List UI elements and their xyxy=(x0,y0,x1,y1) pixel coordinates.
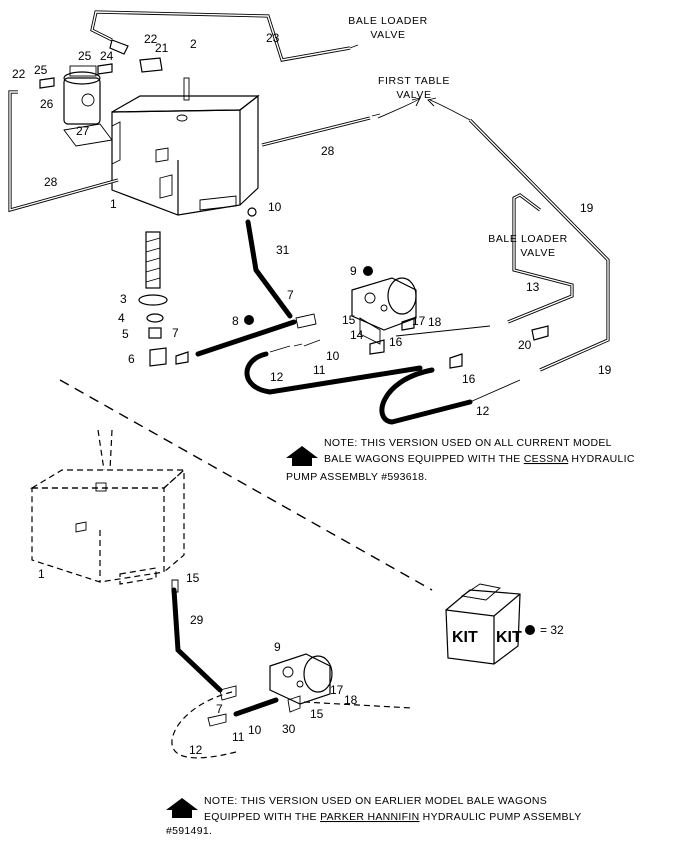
callout: 6 xyxy=(128,352,135,366)
callout: 7 xyxy=(216,702,223,716)
callout: 7 xyxy=(172,326,179,340)
callout: 19 xyxy=(598,363,612,377)
callout: 25 xyxy=(34,63,48,77)
callout: 11 xyxy=(232,730,245,744)
kit-legend-text: = 32 xyxy=(540,623,564,637)
bale-loader-valve-mid-l1: BALE LOADER xyxy=(488,233,568,245)
callout: 12 xyxy=(476,404,490,418)
bale-loader-valve-mid-l2: VALVE xyxy=(520,247,555,259)
hoses-bottom xyxy=(171,579,413,759)
reservoir-tank-dashed xyxy=(29,429,186,585)
callout: 22 xyxy=(144,32,158,46)
callout: 18 xyxy=(344,693,358,707)
note-earlier-line2: EQUIPPED WITH THE PARKER HANNIFIN HYDRAU… xyxy=(204,811,582,823)
suction-hose-parts xyxy=(138,231,189,367)
callout: 26 xyxy=(40,97,54,111)
callout: 17 xyxy=(412,314,426,328)
callout: 9 xyxy=(350,264,357,278)
callout: 27 xyxy=(76,124,90,138)
section-divider xyxy=(59,379,433,591)
callout: 10 xyxy=(248,723,262,737)
callout: 14 xyxy=(350,328,364,342)
note-earlier-line3: #591491. xyxy=(166,825,212,837)
callout: 9 xyxy=(274,640,281,654)
note-earlier-line1: NOTE: THIS VERSION USED ON EARLIER MODEL… xyxy=(204,795,547,807)
callout: 7 xyxy=(287,288,294,302)
up-arrow-icon xyxy=(166,798,198,818)
tube-lines-top xyxy=(8,10,610,372)
hoses-top xyxy=(195,219,521,425)
callout: 18 xyxy=(428,315,442,329)
callout: 22 xyxy=(12,67,26,81)
bale-loader-valve-top-l1: BALE LOADER xyxy=(348,15,428,27)
callout: 1 xyxy=(110,197,117,211)
callout: 3 xyxy=(120,292,127,306)
fittings-top xyxy=(39,39,549,369)
filter-assembly xyxy=(63,65,113,147)
pump-top xyxy=(351,277,417,345)
kit-box: KIT KIT = 32 xyxy=(445,583,564,665)
note-current-line1: NOTE: THIS VERSION USED ON ALL CURRENT M… xyxy=(324,437,612,449)
kit-dots xyxy=(244,266,373,325)
callout: 16 xyxy=(389,335,403,349)
callout: 15 xyxy=(310,707,324,721)
callout: 28 xyxy=(44,175,58,189)
note-current-line3: PUMP ASSEMBLY #593618. xyxy=(286,471,427,483)
callout: 24 xyxy=(100,49,114,63)
kit-label-right: KIT xyxy=(496,629,522,646)
destination-labels: BALE LOADER VALVE FIRST TABLE VALVE BALE… xyxy=(348,15,568,259)
callout: 2 xyxy=(190,37,197,51)
up-arrow-icon xyxy=(286,446,318,466)
callout: 13 xyxy=(526,280,540,294)
callout: 4 xyxy=(118,311,125,325)
note-current-line2: BALE WAGONS EQUIPPED WITH THE CESSNA HYD… xyxy=(324,453,635,465)
callout: 28 xyxy=(321,144,335,158)
note-earlier-version: NOTE: THIS VERSION USED ON EARLIER MODEL… xyxy=(166,795,582,837)
callout: 21 xyxy=(155,41,169,55)
callout: 20 xyxy=(518,338,532,352)
callout: 15 xyxy=(186,571,200,585)
callout: 5 xyxy=(122,327,129,341)
pump-bottom xyxy=(269,653,333,713)
callout: 11 xyxy=(313,363,326,377)
first-table-valve-l2: VALVE xyxy=(396,89,431,101)
callout: 30 xyxy=(282,722,296,736)
valve-arrows xyxy=(377,97,471,121)
callout: 23 xyxy=(266,31,280,45)
callout: 25 xyxy=(78,49,92,63)
kit-legend-dot xyxy=(525,625,535,635)
callout: 12 xyxy=(189,743,203,757)
callout: 1 xyxy=(38,567,45,581)
callout: 15 xyxy=(342,313,356,327)
callout-labels-bottom: 1 15 29 9 17 18 7 15 10 11 30 12 xyxy=(38,567,358,757)
callout-labels-top: 2 21 22 24 25 22 25 26 27 23 28 28 1 10 … xyxy=(12,31,612,418)
note-current-version: NOTE: THIS VERSION USED ON ALL CURRENT M… xyxy=(286,437,635,483)
callout: 10 xyxy=(268,200,282,214)
callout: 16 xyxy=(462,372,476,386)
callout: 12 xyxy=(270,370,284,384)
callout: 19 xyxy=(580,201,594,215)
bale-loader-valve-top-l2: VALVE xyxy=(370,29,405,41)
callout: 29 xyxy=(190,613,204,627)
callout: 17 xyxy=(330,683,344,697)
callout: 8 xyxy=(232,314,239,328)
callout: 10 xyxy=(326,349,340,363)
kit-label-left: KIT xyxy=(452,629,478,646)
first-table-valve-l1: FIRST TABLE xyxy=(378,75,450,87)
callout: 31 xyxy=(276,243,290,257)
reservoir-tank xyxy=(111,77,260,216)
